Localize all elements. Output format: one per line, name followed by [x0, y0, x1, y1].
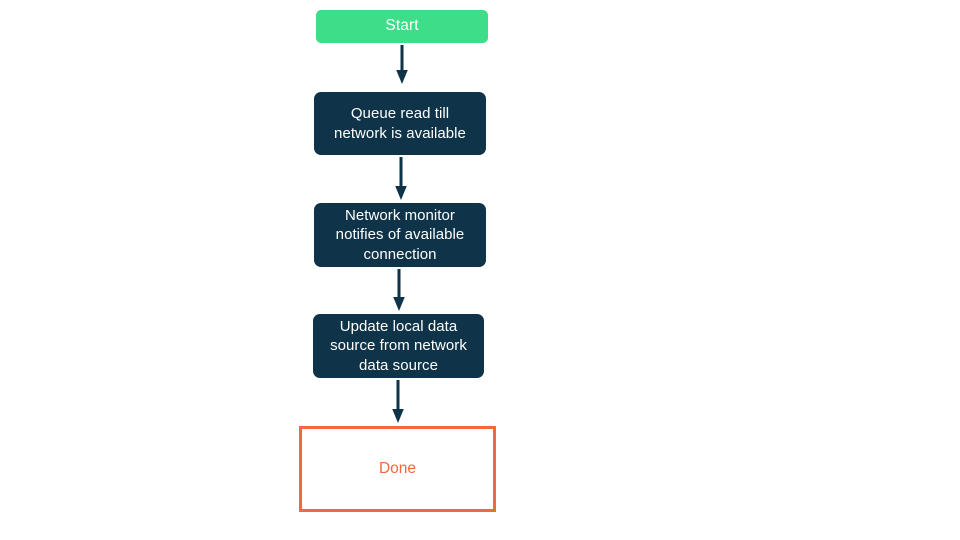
- node-update-local[interactable]: Update local data source from network da…: [313, 314, 484, 378]
- connector-queue-read-to-network-monitor: [393, 157, 409, 201]
- node-done[interactable]: Done: [299, 426, 496, 512]
- node-start-label: Start: [385, 17, 419, 35]
- node-network-monitor[interactable]: Network monitor notifies of available co…: [314, 203, 486, 267]
- node-queue-read-label: Queue read till network is available: [334, 105, 466, 142]
- node-done-label: Done: [378, 459, 417, 477]
- connector-network-monitor-to-update-local: [391, 269, 407, 312]
- node-network-monitor-label: Network monitor notifies of available co…: [335, 206, 465, 263]
- node-queue-read[interactable]: Queue read till network is available: [314, 92, 486, 155]
- connector-update-local-to-done: [390, 380, 406, 424]
- connector-start-to-queue-read: [394, 45, 410, 85]
- node-start[interactable]: Start: [316, 10, 488, 43]
- node-update-local-label: Update local data source from network da…: [330, 317, 467, 374]
